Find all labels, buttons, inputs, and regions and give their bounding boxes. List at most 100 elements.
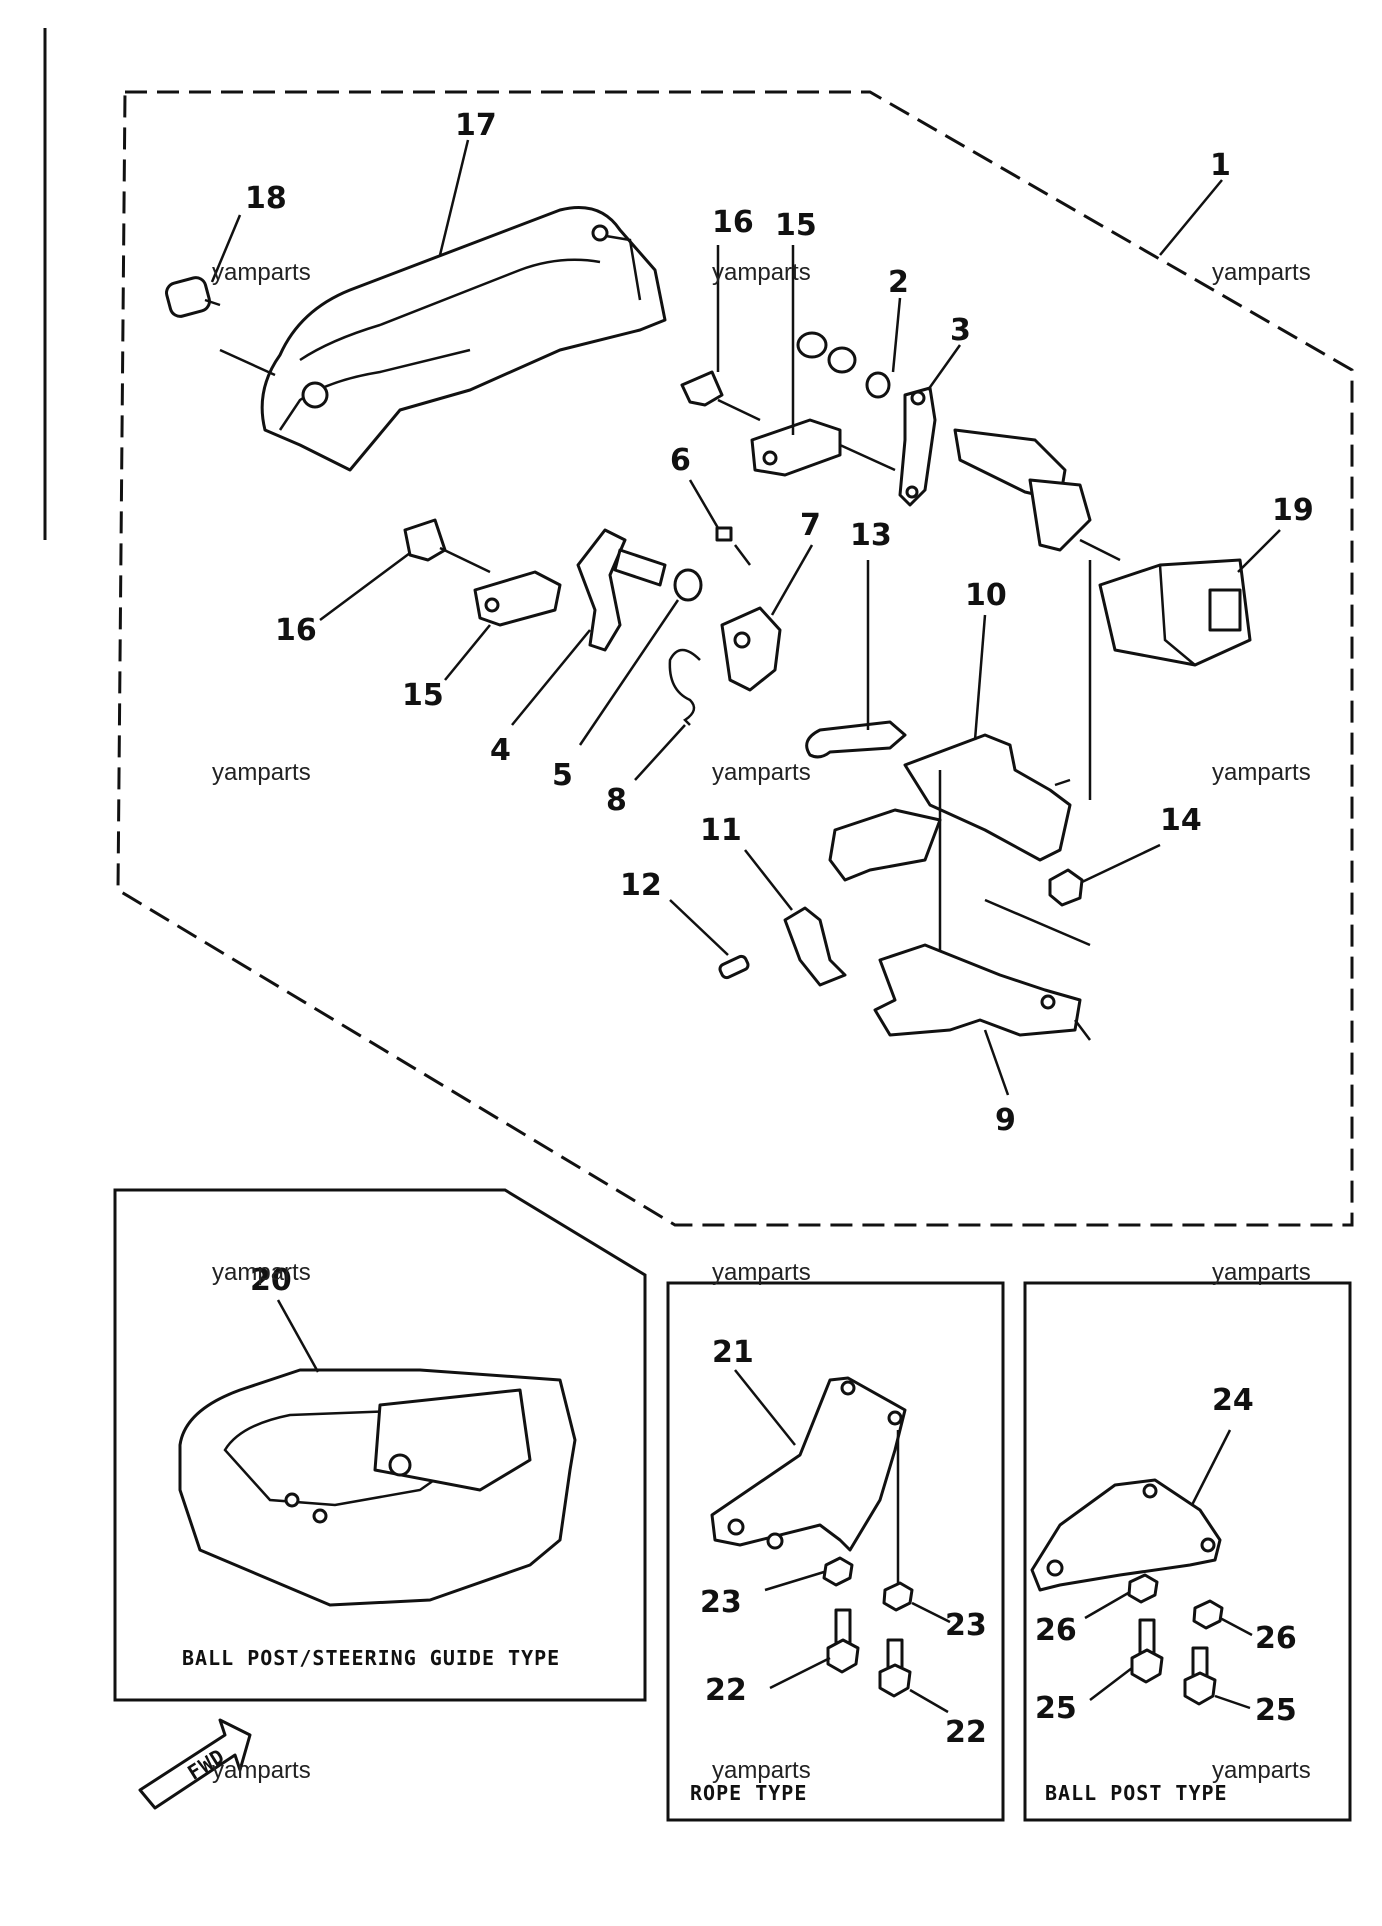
spring-8	[668, 648, 701, 726]
callout-12: 12	[620, 868, 662, 903]
washer-26a	[1127, 1573, 1159, 1604]
callout-23a: 23	[700, 1585, 742, 1620]
leader-22a	[769, 1656, 831, 1690]
leader-10	[973, 614, 987, 741]
bracket-9	[873, 943, 1091, 1041]
leader-23b	[911, 1601, 951, 1624]
arm-7	[720, 606, 782, 692]
callout-24: 24	[1212, 1383, 1254, 1418]
callout-25b: 25	[1255, 1693, 1297, 1728]
caption-rope-type: ROPE TYPE	[690, 1781, 807, 1805]
guide-line-c	[984, 898, 1091, 947]
callout-8: 8	[606, 783, 627, 818]
caption-ball-post-type: BALL POST TYPE	[1045, 1781, 1228, 1805]
callout-16a: 16	[712, 205, 754, 240]
watermark: yamparts	[1212, 759, 1311, 786]
rod-13	[805, 720, 907, 759]
bolt-22b	[878, 1638, 912, 1698]
washer-23b	[882, 1581, 914, 1612]
callout-11: 11	[700, 813, 742, 848]
switch-19	[1098, 558, 1252, 667]
watermark: yamparts	[212, 1259, 311, 1286]
watermark: yamparts	[712, 759, 811, 786]
callout-19: 19	[1272, 493, 1314, 528]
callout-9: 9	[995, 1103, 1016, 1138]
callout-16b: 16	[275, 613, 317, 648]
bolt-25a	[1130, 1618, 1164, 1684]
leader-5	[578, 599, 680, 746]
leader-4	[511, 629, 591, 726]
bracket-10	[828, 733, 1072, 882]
callout-21: 21	[712, 1335, 754, 1370]
callout-22b: 22	[945, 1715, 987, 1750]
leader-21	[734, 1369, 796, 1446]
watermark: yamparts	[712, 1259, 811, 1286]
leader-26b	[1219, 1616, 1253, 1637]
lever-3	[898, 386, 937, 507]
leader-9	[983, 1029, 1010, 1096]
clamp-11	[783, 906, 847, 987]
nut-14	[1048, 868, 1084, 907]
leader-14	[1081, 843, 1161, 884]
leader-7	[770, 544, 814, 616]
washer-26b	[1192, 1599, 1224, 1630]
watermark: yamparts	[1212, 259, 1311, 286]
callout-23b: 23	[945, 1608, 987, 1643]
ball-post-type-frame	[1023, 1281, 1352, 1822]
caption-ball-post-steering: BALL POST/STEERING GUIDE TYPE	[182, 1646, 560, 1670]
leader-20	[276, 1299, 320, 1373]
leader-17	[438, 139, 470, 256]
plate-20	[178, 1368, 577, 1607]
leader-18	[210, 214, 242, 283]
callout-20: 20	[250, 1263, 292, 1298]
callout-4: 4	[490, 733, 511, 768]
callout-15a: 15	[775, 208, 817, 243]
watermark: yamparts	[212, 259, 311, 286]
washer-5	[673, 568, 703, 602]
leader-6	[688, 479, 720, 529]
watermark: yamparts	[1212, 1757, 1311, 1784]
clip-16-upper	[680, 370, 761, 422]
bracket-24	[1030, 1478, 1222, 1592]
watermark: yamparts	[1212, 1259, 1311, 1286]
callout-17: 17	[455, 108, 497, 143]
joint-15-lower	[473, 570, 562, 627]
watermark: yamparts	[212, 759, 311, 786]
leader-3	[926, 344, 962, 391]
leader-16b	[319, 551, 411, 622]
callout-10: 10	[965, 578, 1007, 613]
callout-26a: 26	[1035, 1613, 1077, 1648]
callout-5: 5	[552, 758, 573, 793]
leader-23a	[764, 1570, 825, 1592]
callout-2: 2	[888, 265, 909, 300]
leader-26a	[1084, 1590, 1131, 1620]
leader-22b	[909, 1688, 949, 1714]
nuts-washers	[796, 331, 891, 399]
leader-19	[1237, 529, 1281, 573]
leader-25b	[1214, 1694, 1251, 1710]
shaft-part	[953, 428, 1121, 562]
assembly-outline	[116, 90, 1354, 1227]
watermark: yamparts	[712, 1757, 811, 1784]
leader-11	[744, 849, 793, 911]
callout-15b: 15	[402, 678, 444, 713]
leader-15b	[444, 624, 491, 681]
leader-12	[669, 899, 729, 956]
callout-1: 1	[1210, 148, 1231, 183]
clip-16-lower	[403, 518, 491, 574]
leader-2	[891, 297, 902, 373]
leader-24	[1190, 1429, 1232, 1506]
pin-12	[718, 954, 750, 980]
bolt-25b	[1183, 1646, 1217, 1706]
leader-25a	[1089, 1667, 1133, 1701]
callout-22a: 22	[705, 1673, 747, 1708]
callout-13: 13	[850, 518, 892, 553]
washer-23a	[822, 1556, 854, 1587]
knob-part	[165, 276, 276, 377]
cover-part	[260, 206, 667, 472]
callout-18: 18	[245, 181, 287, 216]
bracket-4	[576, 528, 667, 652]
callout-7: 7	[800, 508, 821, 543]
watermark: yamparts	[212, 1757, 311, 1784]
